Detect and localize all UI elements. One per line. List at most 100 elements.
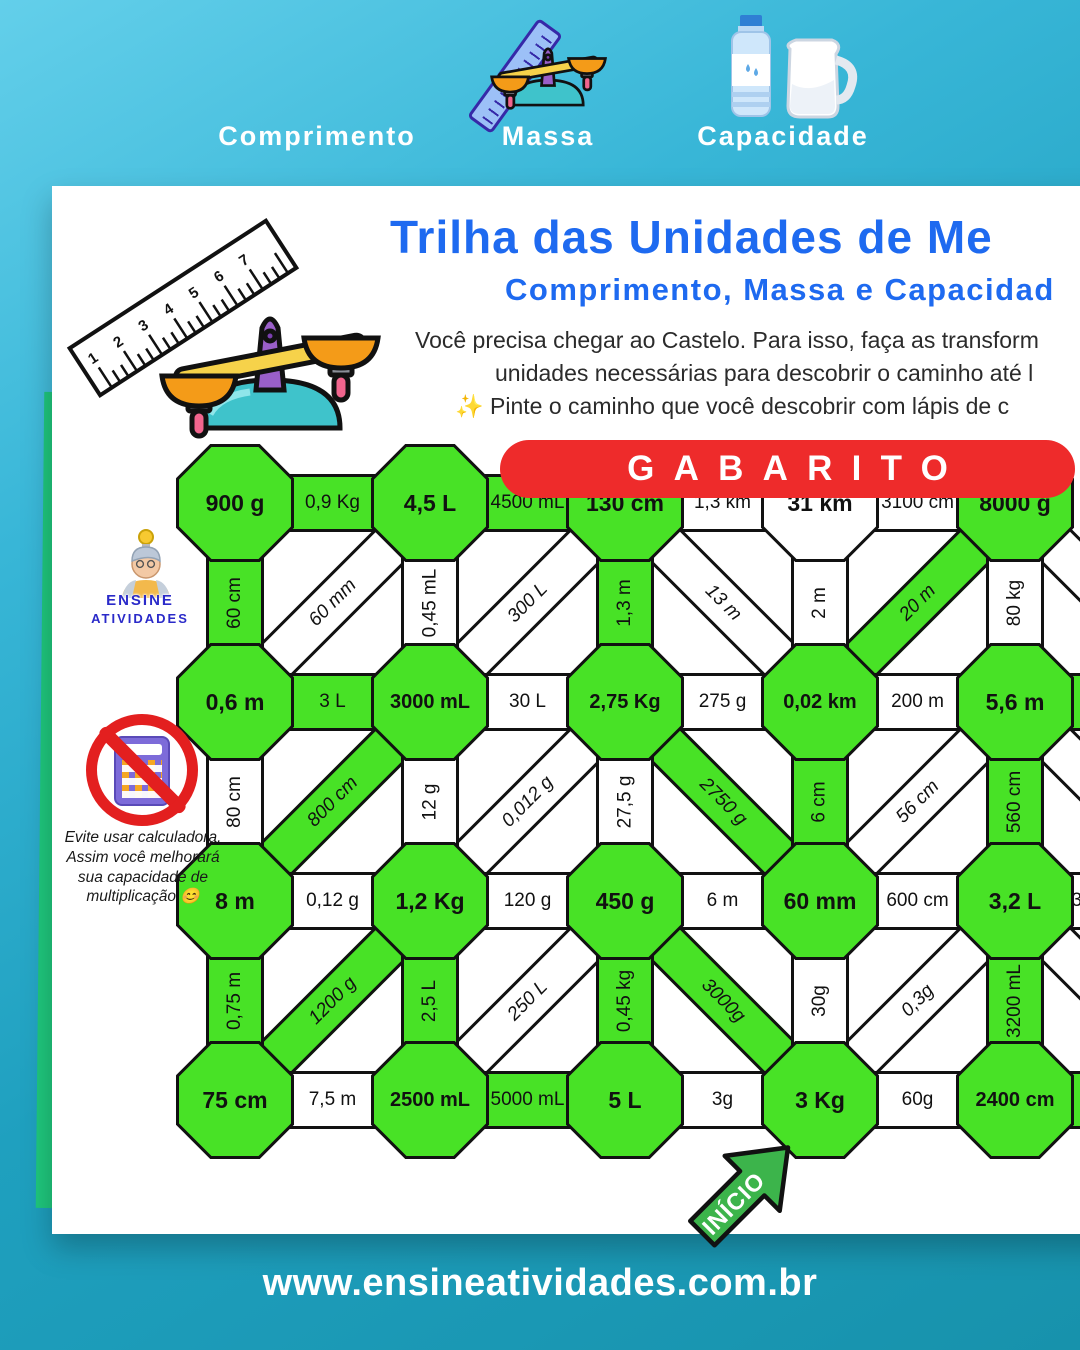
trail-vertical-0-45-kg-label: 0,45 kg — [614, 969, 636, 1032]
trail-horizontal-6-m-label: 6 m — [706, 890, 739, 911]
trail-diagonal-250-l-label: 250 L — [502, 975, 552, 1025]
no-calculator-icon — [86, 714, 198, 826]
trail-vertical-27-5-g: 27,5 g — [596, 749, 654, 854]
category-capacidade: Capacidade — [678, 0, 888, 160]
trail-diagonal-20-m: 20 m — [837, 522, 998, 683]
station-label: 5 L — [608, 1086, 642, 1113]
trail-diagonal-56-cm-label: 56 cm — [891, 775, 943, 827]
trail-horizontal-3-l: 3 L — [282, 673, 383, 731]
trail-diagonal-1200-g-label: 1200 g — [304, 972, 361, 1029]
station-label: 2,75 Kg — [589, 690, 661, 713]
station-label: 3,2 L — [988, 887, 1042, 914]
trail-diagonal-300-l-label: 300 L — [502, 577, 552, 627]
trail-horizontal-200-m: 200 m — [867, 673, 968, 731]
trail-vertical-560-cm: 560 cm — [986, 749, 1044, 854]
trail-horizontal-30-l: 30 L — [477, 673, 578, 731]
gabarito-banner-label: GABARITO — [627, 449, 968, 488]
station-3000-ml: 3000 mL — [371, 643, 489, 761]
trail-horizontal-60g-label: 60g — [901, 1089, 934, 1110]
trail-vertical-2-m-label: 2 m — [809, 586, 830, 619]
trail-horizontal-7-5-m: 7,5 m — [282, 1071, 383, 1129]
station-label: 1,2 Kg — [395, 887, 465, 914]
trail-vertical-80-cm-label: 80 cm — [224, 775, 245, 828]
trail-diagonal-800-cm: 800 cm — [252, 721, 413, 882]
trail-horizontal-120-g-label: 120 g — [503, 890, 552, 911]
station-label: 2500 mL — [389, 1088, 471, 1111]
balance-scale-illustration — [159, 316, 381, 439]
trail-vertical-60-cm: 60 cm — [206, 550, 264, 655]
station-label: 75 cm — [202, 1086, 268, 1113]
trail-vertical-0-75-m: 0,75 m — [206, 948, 264, 1053]
instructions-line-3: ✨ Pinte o caminho que você descobrir com… — [455, 393, 1010, 419]
station-2500-ml: 2500 mL — [371, 1041, 489, 1159]
start-arrow-icon: INÍCIO — [688, 1145, 791, 1248]
trail-horizontal-60g: 60g — [867, 1071, 968, 1129]
station-5-6-m: 5,6 m — [956, 643, 1074, 761]
bottle-and-jug-icon — [731, 15, 858, 119]
category-massa: Massa — [443, 0, 653, 160]
station-60-mm: 60 mm — [761, 842, 879, 960]
trail-diagonal-20-m-label: 20 m — [894, 579, 940, 625]
trail-horizontal-5000-ml: 5000 mL — [477, 1071, 578, 1129]
trail-diagonal-300-l: 300 L — [447, 522, 608, 683]
ensine-atividades-logo: ENSINE ATIVIDADES — [80, 592, 200, 627]
trail-horizontal-30-l-label: 30 L — [509, 691, 546, 712]
station-1-2-kg: 1,2 Kg — [371, 842, 489, 960]
station-450-g: 450 g — [566, 842, 684, 960]
station-label: 3000 mL — [389, 690, 471, 713]
station-8-m: 8 m — [176, 842, 294, 960]
trail-diagonal-3000g: 3000g — [642, 920, 803, 1081]
trail-horizontal-3-label: 3 — [1071, 890, 1080, 911]
instructions-line-2: unidades necessárias para descobrir o ca… — [495, 360, 1034, 386]
logo-line-2: ATIVIDADES — [91, 610, 189, 626]
trail-vertical-12-g: 12 g — [401, 749, 459, 854]
station-2-75-kg: 2,75 Kg — [566, 643, 684, 761]
trail-vertical-80-kg: 80 kg — [986, 550, 1044, 655]
trail-vertical-2-5-l: 2,5 L — [401, 948, 459, 1053]
trail-vertical-6-cm-label: 6 cm — [809, 780, 830, 823]
trail-vertical-0-45-ml-label: 0,45 mL — [419, 568, 440, 637]
trail-diagonal-0-012-g-label: 0,012 g — [497, 771, 557, 831]
ruler-illustration: 123 456 7 — [66, 218, 300, 398]
trail-diagonal-2750-g: 2750 g — [642, 721, 803, 882]
trail-vertical-6-cm: 6 cm — [791, 749, 849, 854]
gabarito-banner: GABARITO — [500, 440, 1075, 498]
trail-horizontal-0-12-g-label: 0,12 g — [306, 890, 359, 911]
station-label: 450 g — [595, 887, 655, 914]
page-subtitle: Comprimento, Massa e Capacidad — [505, 272, 1055, 307]
website-url: www.ensineatividades.com.br — [262, 1262, 818, 1304]
trail-vertical-3200-ml: 3200 mL — [986, 948, 1044, 1053]
ensine-atividades-mascot — [122, 529, 170, 598]
trail-diagonal-60-mm-label: 60 mm — [304, 574, 361, 631]
trail-vertical-60-cm-label: 60 cm — [224, 576, 245, 629]
trail-vertical-30g-label: 30g — [808, 984, 830, 1017]
instructions-line-1: Você precisa chegar ao Castelo. Para iss… — [415, 327, 1039, 353]
trail-vertical-30g: 30g — [791, 948, 849, 1053]
trail-vertical-0-45-ml: 0,45 mL — [401, 550, 459, 655]
station-3-kg: 3 Kg — [761, 1041, 879, 1159]
trail-horizontal-0-9-kg: 0,9 Kg — [282, 474, 383, 532]
trail-horizontal-600-cm: 600 cm — [867, 872, 968, 930]
trail-diagonal-0-3g: 0,3g — [837, 920, 998, 1081]
trail-horizontal-0-12-g: 0,12 g — [282, 872, 383, 930]
trail-horizontal-6-m: 6 m — [672, 872, 773, 930]
trail-diagonal-3000g-label: 3000g — [696, 974, 749, 1027]
trail-horizontal-0-9-kg-label: 0,9 Kg — [305, 492, 360, 513]
station-label: 8 m — [215, 887, 255, 914]
trail-vertical-560-cm-label: 560 cm — [1004, 770, 1025, 833]
category-label: Capacidade — [697, 121, 869, 151]
station-4-5-l: 4,5 L — [371, 444, 489, 562]
trail-diagonal-800-cm-label: 800 cm — [302, 771, 362, 831]
station-2400-cm: 2400 cm — [956, 1041, 1074, 1159]
trail-vertical-0-45-kg: 0,45 kg — [596, 948, 654, 1053]
trail-horizontal-275-g-label: 275 g — [698, 691, 747, 712]
trail-diagonal-56-cm: 56 cm — [837, 721, 998, 882]
trail-diagonal-0-3g-label: 0,3g — [896, 979, 938, 1021]
trail-vertical-1-3-m-label: 1,3 m — [614, 578, 635, 627]
trail-vertical-2-5-l-label: 2,5 L — [418, 979, 440, 1022]
trail-diagonal-13-m-label: 13 m — [700, 579, 746, 625]
trail-vertical-3200-ml-label: 3200 mL — [1004, 963, 1026, 1038]
trail-horizontal-5000-ml-label: 5000 mL — [490, 1089, 565, 1110]
page-title: Trilha das Unidades de Me — [390, 211, 993, 263]
